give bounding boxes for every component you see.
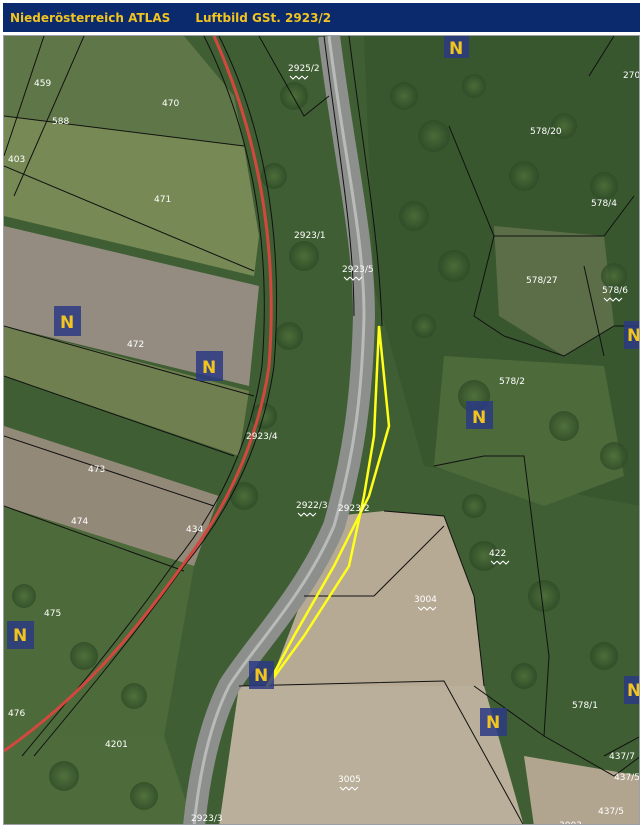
parcel-label: 2923/4 bbox=[246, 432, 278, 442]
svg-text:N: N bbox=[627, 326, 640, 346]
field-3004 bbox=[264, 511, 484, 686]
field-3005 bbox=[219, 686, 524, 824]
parcel-label: 588 bbox=[52, 117, 69, 127]
svg-text:N: N bbox=[627, 681, 640, 701]
field-472 bbox=[4, 226, 259, 386]
field-upper bbox=[4, 36, 244, 146]
parcel-label: 3005 bbox=[338, 775, 361, 785]
parcel-label: 403 bbox=[8, 155, 25, 165]
parcel-label: 2923/1 bbox=[294, 231, 326, 241]
parcel-label: 2700 bbox=[623, 71, 640, 81]
parcel-label: 578/20 bbox=[530, 127, 562, 137]
svg-text:N: N bbox=[202, 358, 216, 378]
svg-text:N: N bbox=[13, 626, 27, 646]
field-474 bbox=[4, 426, 219, 566]
app-title: Niederösterreich ATLAS bbox=[10, 10, 171, 25]
parcel-label: 459 bbox=[34, 79, 51, 89]
parcel-label: 2923/3 bbox=[191, 814, 223, 824]
parcel-label: 2923/5 bbox=[342, 265, 374, 275]
svg-text:N: N bbox=[60, 313, 74, 333]
parcel-label: 3003 bbox=[559, 821, 582, 825]
title-bar: Niederösterreich ATLAS Luftbild GSt. 292… bbox=[3, 3, 640, 32]
parcel-label: 578/4 bbox=[591, 199, 617, 209]
svg-text:N: N bbox=[472, 408, 486, 428]
parcel-label: 474 bbox=[71, 517, 88, 527]
parcel-label: 578/6 bbox=[602, 286, 628, 296]
parcel-label: 4201 bbox=[105, 740, 128, 750]
tree-canopy bbox=[12, 74, 628, 810]
aerial-map[interactable]: N N N N N N N N N 459 470 588 403 471 47… bbox=[3, 35, 640, 825]
cadastral-boundaries bbox=[4, 36, 639, 824]
parcel-label: 422 bbox=[489, 549, 506, 559]
view-title: Luftbild GSt. 2923/2 bbox=[195, 10, 332, 25]
parcel-label: 578/2 bbox=[499, 377, 525, 387]
parcel-label: 472 bbox=[127, 340, 144, 350]
field-bottom-left bbox=[4, 736, 194, 824]
field-471 bbox=[4, 116, 259, 276]
parcel-label: 578/27 bbox=[526, 276, 558, 286]
n-logo-markers: N N N N N N N N N bbox=[7, 36, 640, 736]
parcel-label: 473 bbox=[88, 465, 105, 475]
parcel-label: 437/7 bbox=[609, 752, 635, 762]
svg-text:N: N bbox=[254, 666, 268, 686]
parcel-label: 476 bbox=[8, 709, 25, 719]
parcel-label: 471 bbox=[154, 195, 171, 205]
municipal-boundary bbox=[4, 36, 273, 753]
parcel-label: 475 bbox=[44, 609, 61, 619]
parcel-label: 2925/2 bbox=[288, 64, 320, 74]
parcel-label: 470 bbox=[162, 99, 179, 109]
label-underline-markers bbox=[289, 75, 623, 791]
parcel-label: 2923/2 bbox=[338, 504, 370, 514]
parcel-label: 437/5 bbox=[614, 773, 640, 783]
parcel-label: 2922/3 bbox=[296, 501, 328, 511]
parcel-label: 578/1 bbox=[572, 701, 598, 711]
field-473-strip bbox=[4, 326, 249, 456]
road-edge-line bbox=[192, 36, 366, 824]
parcel-label: 437/5 bbox=[598, 807, 624, 817]
svg-text:N: N bbox=[486, 713, 500, 733]
field-lower-left bbox=[4, 506, 194, 736]
parcel-label: 434 bbox=[186, 525, 203, 535]
field-3003 bbox=[524, 756, 639, 824]
clearing-578-27 bbox=[494, 226, 614, 356]
svg-text:N: N bbox=[449, 39, 463, 59]
parcel-label: 3004 bbox=[414, 595, 437, 605]
parcel-labels: 459 470 588 403 471 472 473 474 475 476 … bbox=[8, 64, 640, 825]
